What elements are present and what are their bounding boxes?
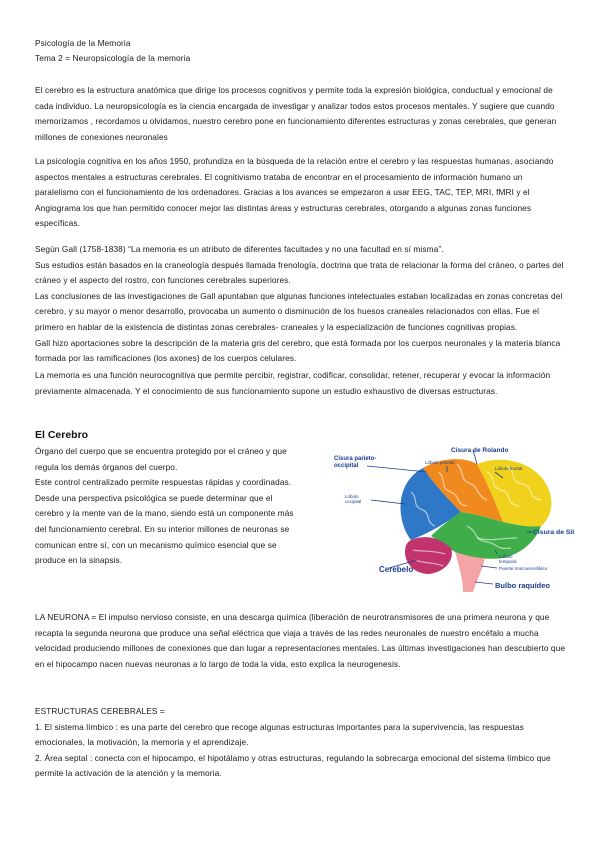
structures-title: ESTRUCTURAS CEREBRALES = xyxy=(35,706,165,716)
gyri-lines xyxy=(410,463,542,567)
label-puente: Puente troncoencefálico xyxy=(499,566,548,571)
label-lobulo-parietal: Lóbulo parietal xyxy=(425,460,455,465)
label-cisura-parieto: Cisura parieto-occipital xyxy=(334,456,376,469)
topic-title: Tema 2 = Neuropsicología de la memoria xyxy=(35,53,191,63)
label-lobulo-frontal: Lóbulo frontal xyxy=(495,466,522,471)
label-cisura-rolando: Cisura de Rolando xyxy=(451,447,508,454)
neuron-paragraph: LA NEURONA = El impulso nervioso consist… xyxy=(35,612,566,669)
gall-conclusions: Las conclusiones de las investigaciones … xyxy=(35,290,563,332)
brainstem xyxy=(455,552,485,592)
label-cisura-silvio: Cisura de Silvio xyxy=(533,529,574,536)
subject-title: Psicología de la Memoria xyxy=(35,38,131,48)
label-leaders xyxy=(366,449,532,585)
brain-diagram: Cisura parieto-occipital Cisura de Rolan… xyxy=(334,447,574,592)
document-header: Psicología de la Memoria Tema 2 = Neurop… xyxy=(35,36,567,66)
cerebro-definition: Órgano del cuerpo que se encuentra prote… xyxy=(35,446,287,472)
frontal-lobe xyxy=(477,459,552,527)
parietal-lobe xyxy=(423,459,503,522)
gall-quote: Según Gall (1758-1838) “La memoria es un… xyxy=(35,244,444,254)
brain-structures-section: ESTRUCTURAS CEREBRALES = 1. El sistema l… xyxy=(35,704,567,782)
gall-contributions: Gall hizo aportaciones sobre la descripc… xyxy=(35,337,561,364)
structure-item: 1. El sistema límbico : es una parte del… xyxy=(35,721,524,748)
memory-paragraph: La memoria es una función neurocognitiva… xyxy=(35,370,551,396)
cognitive-psychology-paragraph: La psicología cognitiva en los años 1950… xyxy=(35,156,554,229)
structure-item: 2. Área septal : conecta con el hipocamp… xyxy=(35,752,551,779)
temporal-lobe xyxy=(431,512,541,559)
intro-paragraph: El cerebro es la estructura anatómica qu… xyxy=(35,85,557,142)
cerebro-paragraph: Órgano del cuerpo que se encuentra prote… xyxy=(35,444,297,569)
label-bulbo: Bulbo raquídeo xyxy=(495,581,550,590)
label-cerebelo: Cerebelo xyxy=(379,565,413,574)
occipital-lobe xyxy=(400,468,461,540)
gall-section: Según Gall (1758-1838) “La memoria es un… xyxy=(35,242,567,367)
gall-craneology: Sus estudios están basados en la craneol… xyxy=(35,259,564,286)
cerebro-heading: El Cerebro xyxy=(35,429,89,441)
cerebro-control: Este control centralizado permite respue… xyxy=(35,477,294,566)
